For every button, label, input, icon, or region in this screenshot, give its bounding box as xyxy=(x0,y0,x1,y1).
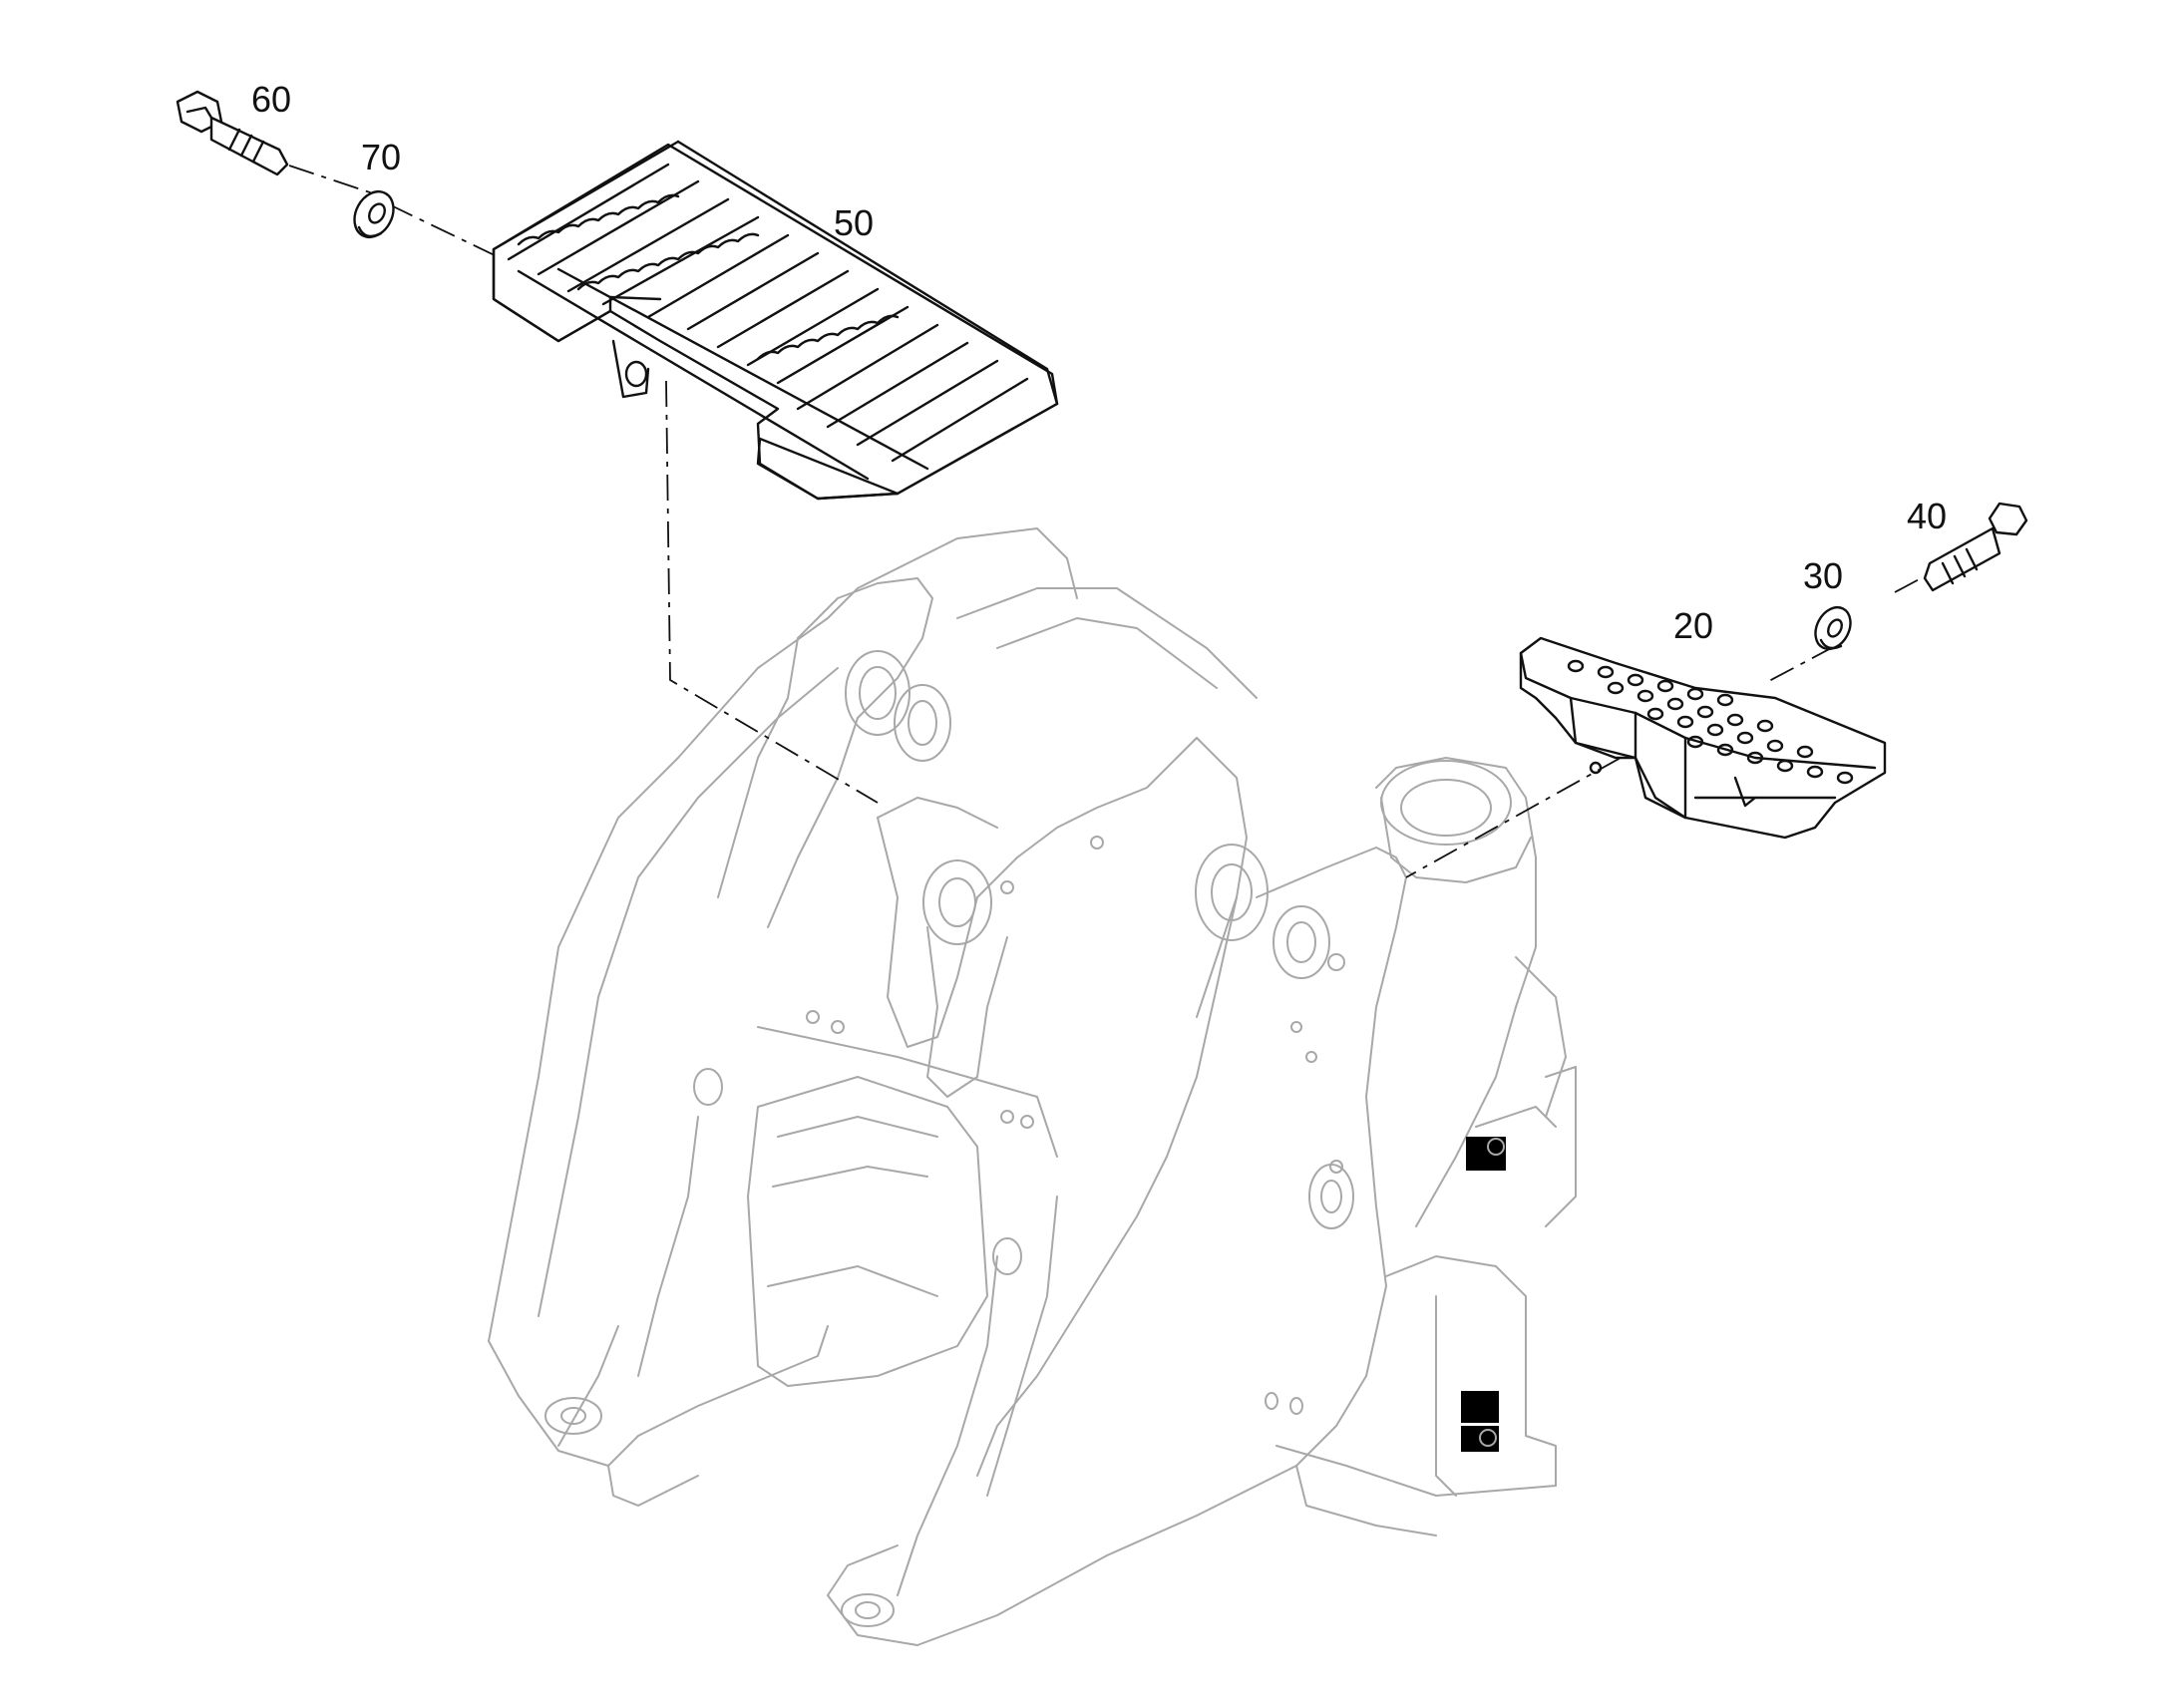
part-20-step-plate xyxy=(1519,636,1887,840)
callout-60: 60 xyxy=(251,79,291,120)
callout-labels: 60 70 50 20 30 40 xyxy=(251,79,1947,646)
leader-lines xyxy=(288,165,1986,878)
leader-30-20 xyxy=(1766,645,1836,683)
part-60-bolt xyxy=(176,90,289,176)
part-30-washer xyxy=(1814,605,1852,651)
leader-50-frame xyxy=(665,380,879,804)
callout-20: 20 xyxy=(1673,605,1713,646)
step-perforation-holes xyxy=(1567,659,1854,785)
callout-30: 30 xyxy=(1803,555,1843,596)
part-70-washer xyxy=(353,189,395,239)
leader-60-70 xyxy=(288,165,380,196)
callout-40: 40 xyxy=(1907,496,1947,536)
callout-70: 70 xyxy=(361,137,401,177)
part-50-grating-step xyxy=(492,140,1059,501)
leader-20-frame xyxy=(1405,757,1622,878)
part-40-bolt xyxy=(1923,502,2028,592)
callout-50: 50 xyxy=(834,202,874,243)
loader-front-frame xyxy=(488,527,1577,1646)
leader-70-50 xyxy=(388,203,500,258)
